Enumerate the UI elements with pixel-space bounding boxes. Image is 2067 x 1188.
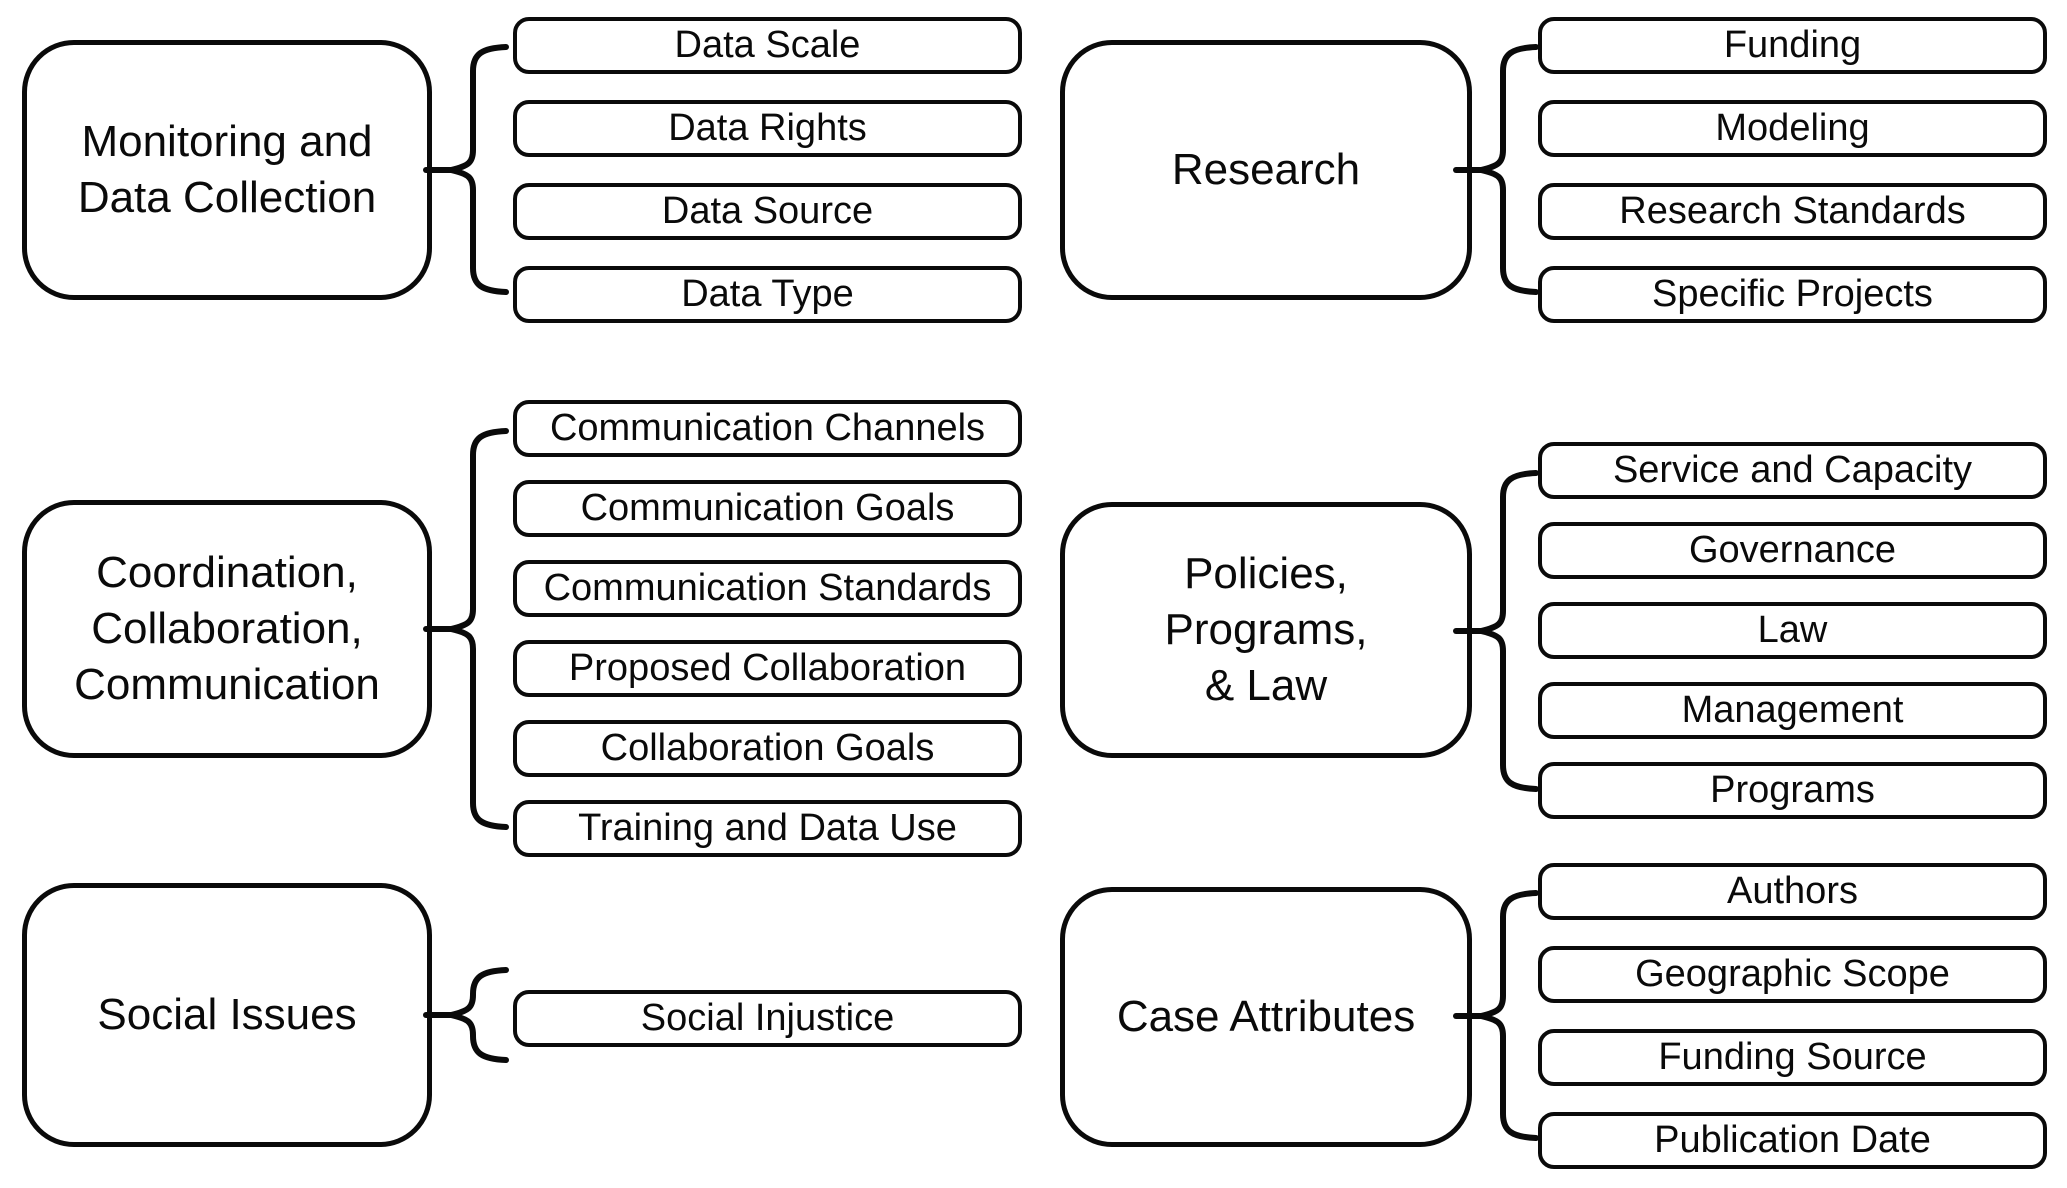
subcategory-box-data-source: Data Source — [513, 183, 1022, 240]
subcategory-list: Communication Channels Communication Goa… — [513, 400, 1022, 857]
category-box-case-attributes: Case Attributes — [1060, 887, 1472, 1147]
subcategory-box-authors: Authors — [1538, 863, 2047, 920]
curly-brace-connector — [1453, 470, 1539, 792]
subcategory-list: Authors Geographic Scope Funding Source … — [1538, 863, 2047, 1169]
subcategory-box-data-rights: Data Rights — [513, 100, 1022, 157]
subcategory-list: Data Scale Data Rights Data Source Data … — [513, 17, 1022, 323]
category-box-monitoring-and-data-collection: Monitoring and Data Collection — [22, 40, 432, 300]
brace-curve — [1478, 890, 1539, 1141]
category-box-research: Research — [1060, 40, 1472, 300]
subcategory-box-communication-standards: Communication Standards — [513, 560, 1022, 617]
subcategory-box-communication-goals: Communication Goals — [513, 480, 1022, 537]
brace-curve — [448, 967, 509, 1063]
subcategory-box-training-and-data-use: Training and Data Use — [513, 800, 1022, 857]
curly-brace-connector — [423, 428, 509, 830]
brace-curve — [1478, 470, 1539, 792]
brace-curve — [448, 428, 509, 830]
category-box-coordination-collaboration-communication: Coordination, Collaboration, Communicati… — [22, 500, 432, 758]
brace-curve — [1478, 44, 1539, 295]
subcategory-box-research-standards: Research Standards — [1538, 183, 2047, 240]
subcategory-box-social-injustice: Social Injustice — [513, 990, 1022, 1047]
brace-curve — [448, 44, 509, 295]
subcategory-box-modeling: Modeling — [1538, 100, 2047, 157]
subcategory-box-data-type: Data Type — [513, 266, 1022, 323]
subcategory-list: Service and Capacity Governance Law Mana… — [1538, 442, 2047, 819]
subcategory-box-collaboration-goals: Collaboration Goals — [513, 720, 1022, 777]
subcategory-box-publication-date: Publication Date — [1538, 1112, 2047, 1169]
curly-brace-connector — [1453, 44, 1539, 295]
subcategory-box-law: Law — [1538, 602, 2047, 659]
subcategory-box-funding: Funding — [1538, 17, 2047, 74]
subcategory-box-programs: Programs — [1538, 762, 2047, 819]
curly-brace-connector — [423, 44, 509, 295]
subcategory-list: Funding Modeling Research Standards Spec… — [1538, 17, 2047, 323]
subcategory-box-geographic-scope: Geographic Scope — [1538, 946, 2047, 1003]
subcategory-box-communication-channels: Communication Channels — [513, 400, 1022, 457]
subcategory-box-proposed-collaboration: Proposed Collaboration — [513, 640, 1022, 697]
subcategory-box-service-and-capacity: Service and Capacity — [1538, 442, 2047, 499]
subcategory-box-governance: Governance — [1538, 522, 2047, 579]
category-box-policies-programs-law: Policies, Programs, & Law — [1060, 502, 1472, 758]
subcategory-box-management: Management — [1538, 682, 2047, 739]
curly-brace-connector — [423, 967, 509, 1063]
subcategory-box-data-scale: Data Scale — [513, 17, 1022, 74]
category-box-social-issues: Social Issues — [22, 883, 432, 1147]
subcategory-box-specific-projects: Specific Projects — [1538, 266, 2047, 323]
curly-brace-connector — [1453, 890, 1539, 1141]
subcategory-box-funding-source: Funding Source — [1538, 1029, 2047, 1086]
subcategory-list: Social Injustice — [513, 990, 1022, 1047]
